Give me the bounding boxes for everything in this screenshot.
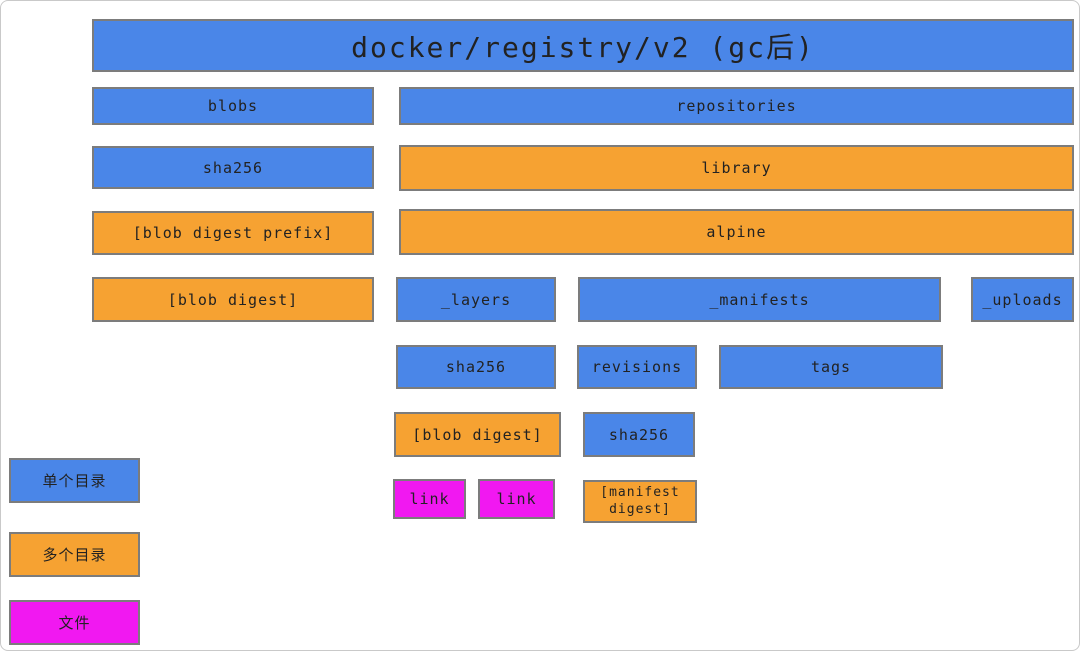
node-manifests: _manifests xyxy=(578,277,941,322)
node-manifest-digest: [manifest digest] xyxy=(583,480,697,523)
node-blobs: blobs xyxy=(92,87,374,125)
node-sha256-under-blobs: sha256 xyxy=(92,146,374,189)
node-link-file-1: link xyxy=(393,479,466,519)
node-blob-digest: [blob digest] xyxy=(92,277,374,322)
legend-multiple-directories: 多个目录 xyxy=(9,532,140,577)
node-revisions: revisions xyxy=(577,345,697,389)
node-library: library xyxy=(399,145,1074,191)
node-blob-digest-prefix: [blob digest prefix] xyxy=(92,211,374,255)
node-tags: tags xyxy=(719,345,943,389)
legend-single-directory: 单个目录 xyxy=(9,458,140,503)
node-sha256-under-revisions: sha256 xyxy=(583,412,695,457)
node-blob-digest-under-sha256: [blob digest] xyxy=(394,412,561,457)
node-sha256-under-layers: sha256 xyxy=(396,345,556,389)
node-layers: _layers xyxy=(396,277,556,322)
diagram-title: docker/registry/v2 (gc后) xyxy=(92,19,1074,72)
node-link-file-2: link xyxy=(478,479,555,519)
node-repositories: repositories xyxy=(399,87,1074,125)
node-alpine: alpine xyxy=(399,209,1074,255)
legend-file: 文件 xyxy=(9,600,140,645)
node-uploads: _uploads xyxy=(971,277,1074,322)
